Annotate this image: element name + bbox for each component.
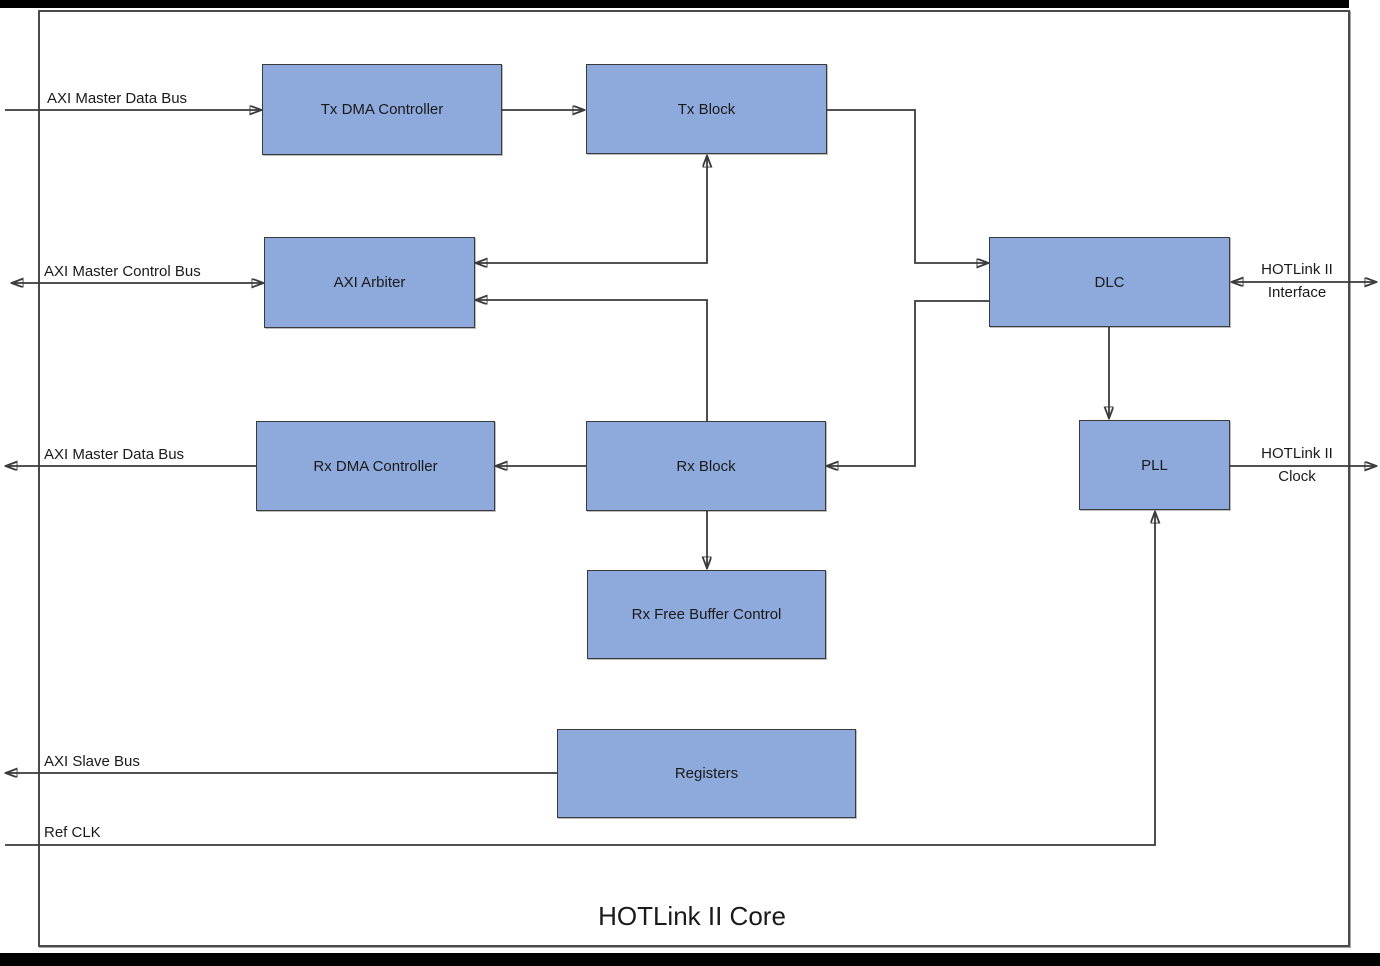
block-registers: Registers bbox=[557, 729, 856, 818]
label-axi-slave-bus: AXI Slave Bus bbox=[44, 753, 140, 770]
block-label: Rx DMA Controller bbox=[313, 457, 438, 475]
block-rx-free-buffer-control: Rx Free Buffer Control bbox=[587, 570, 826, 659]
wire-txblock-to-dlc bbox=[827, 109, 988, 263]
top-black-bar bbox=[0, 0, 1349, 8]
block-rx-dma-controller: Rx DMA Controller bbox=[256, 421, 495, 511]
block-label: Tx Block bbox=[677, 100, 736, 118]
block-label: PLL bbox=[1141, 456, 1168, 474]
block-rx-block: Rx Block bbox=[586, 421, 826, 511]
label-line: HOTLink II bbox=[1261, 445, 1333, 462]
block-label: AXI Arbiter bbox=[333, 274, 406, 291]
core-boundary-frame bbox=[38, 10, 1350, 947]
label-ref-clk: Ref CLK bbox=[44, 824, 101, 841]
wire-ref-clk bbox=[5, 512, 1155, 846]
label-line: Clock bbox=[1278, 468, 1316, 485]
label-line: HOTLink II bbox=[1261, 261, 1333, 278]
block-label: Rx Free Buffer Control bbox=[631, 606, 782, 623]
wire-dlc-to-rxblock bbox=[827, 300, 990, 466]
block-tx-block: Tx Block bbox=[586, 64, 827, 154]
block-dlc: DLC bbox=[989, 237, 1230, 327]
diagram-title: HOTLink II Core bbox=[598, 901, 786, 931]
block-label: Registers bbox=[674, 765, 739, 782]
block-label: Tx DMA Controller bbox=[320, 101, 444, 118]
bottom-black-bar bbox=[0, 953, 1380, 966]
block-label: DLC bbox=[1094, 273, 1125, 291]
label-hotlink-clock: HOTLink II Clock bbox=[1237, 442, 1357, 488]
label-axi-master-control-bus: AXI Master Control Bus bbox=[44, 263, 201, 280]
block-pll: PLL bbox=[1079, 420, 1230, 510]
block-tx-dma-controller: Tx DMA Controller bbox=[262, 64, 502, 155]
wire-arbiter-txblock bbox=[476, 156, 707, 263]
label-line: Interface bbox=[1267, 284, 1327, 301]
label-axi-master-data-bus-top: AXI Master Data Bus bbox=[47, 90, 188, 107]
label-axi-master-data-bus-bottom: AXI Master Data Bus bbox=[44, 446, 185, 463]
block-label: Rx Block bbox=[676, 457, 736, 475]
label-hotlink-interface: HOTLink II Interface bbox=[1237, 258, 1357, 304]
block-axi-arbiter: AXI Arbiter bbox=[264, 237, 475, 328]
wire-rxblock-to-arbiter bbox=[476, 300, 708, 421]
